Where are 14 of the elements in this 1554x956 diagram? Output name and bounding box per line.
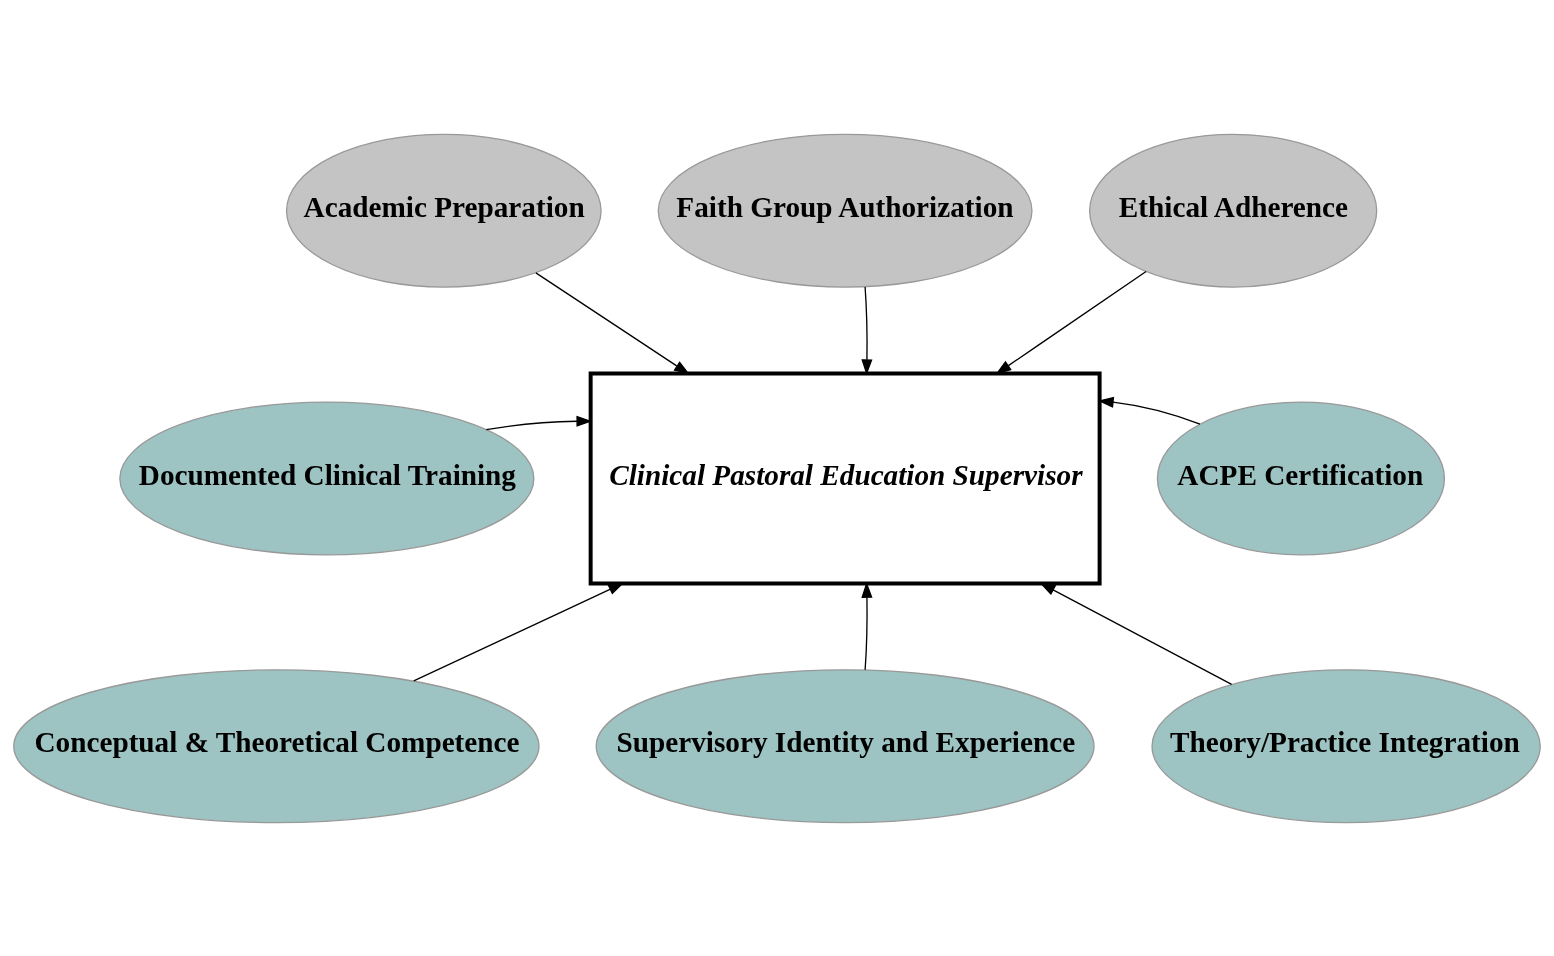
node-ellipse: Conceptual & Theoretical Competence	[13, 668, 540, 823]
node-ellipse: Faith Group Authorization	[657, 133, 1033, 288]
arrow	[413, 582, 625, 682]
arrow	[1039, 582, 1233, 685]
arrow	[995, 270, 1147, 374]
node-ellipse: Documented Clinical Training	[119, 400, 535, 556]
node-ellipse: ACPE Certification	[1156, 400, 1446, 556]
node-ellipse: Theory/Practice Integration	[1151, 668, 1541, 823]
node-ellipse: Ethical Adherence	[1088, 133, 1378, 288]
node-box: Clinical Pastoral Education Supervisor	[588, 371, 1102, 585]
node-ellipse: Academic Preparation	[285, 133, 602, 288]
node-ellipse: Supervisory Identity and Experience	[595, 668, 1095, 823]
arrow	[535, 271, 690, 375]
arrow	[861, 285, 873, 375]
